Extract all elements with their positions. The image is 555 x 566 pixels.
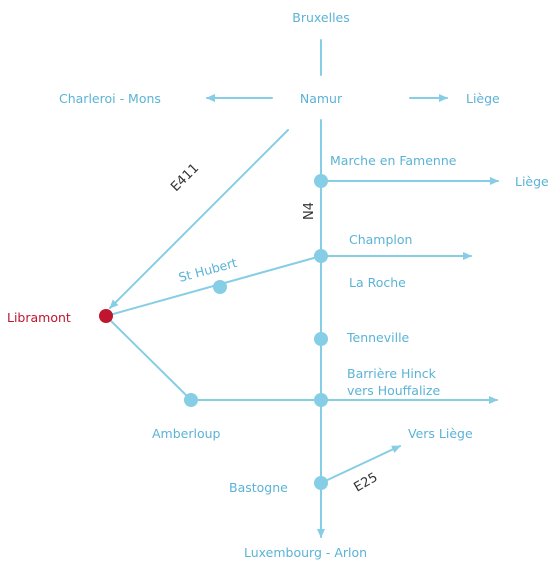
- label-bastogne: Bastogne: [229, 480, 288, 495]
- libramont-marker: [99, 309, 113, 323]
- junction-bastogne: [314, 476, 328, 490]
- label-marche: Marche en Famenne: [330, 153, 457, 168]
- junction-st-hubert: [213, 280, 227, 294]
- label-libramont: Libramont: [7, 310, 71, 325]
- junction-champlon: [314, 249, 328, 263]
- label-charleroi-mons: Charleroi - Mons: [59, 91, 161, 106]
- junction-marche: [314, 174, 328, 188]
- e25-road: [320, 445, 401, 484]
- label-n4: N4: [302, 202, 317, 220]
- label-tenneville: Tenneville: [346, 330, 410, 345]
- label-barriere-line2: vers Houffalize: [347, 383, 440, 398]
- label-luxembourg-arlon: Luxembourg - Arlon: [244, 545, 367, 560]
- e411-road: [109, 129, 289, 309]
- label-st-hubert: St Hubert: [177, 255, 239, 285]
- label-champlon: Champlon: [349, 232, 412, 247]
- junction-barriere: [314, 393, 328, 407]
- label-liege-right: Liège: [515, 174, 549, 189]
- road-libramont-amberloup: [105, 315, 192, 401]
- label-e25: E25: [352, 470, 381, 495]
- label-namur: Namur: [300, 91, 343, 106]
- label-vers-liege: Vers Liège: [408, 426, 473, 441]
- label-amberloup: Amberloup: [152, 426, 221, 441]
- label-la-roche: La Roche: [349, 275, 406, 290]
- junction-amberloup: [184, 393, 198, 407]
- label-barriere-line1: Barrière Hinck: [347, 366, 437, 381]
- label-bruxelles: Bruxelles: [292, 10, 350, 25]
- label-liege-top: Liège: [466, 91, 500, 106]
- junction-tenneville: [314, 332, 328, 346]
- label-e411: E411: [168, 161, 202, 195]
